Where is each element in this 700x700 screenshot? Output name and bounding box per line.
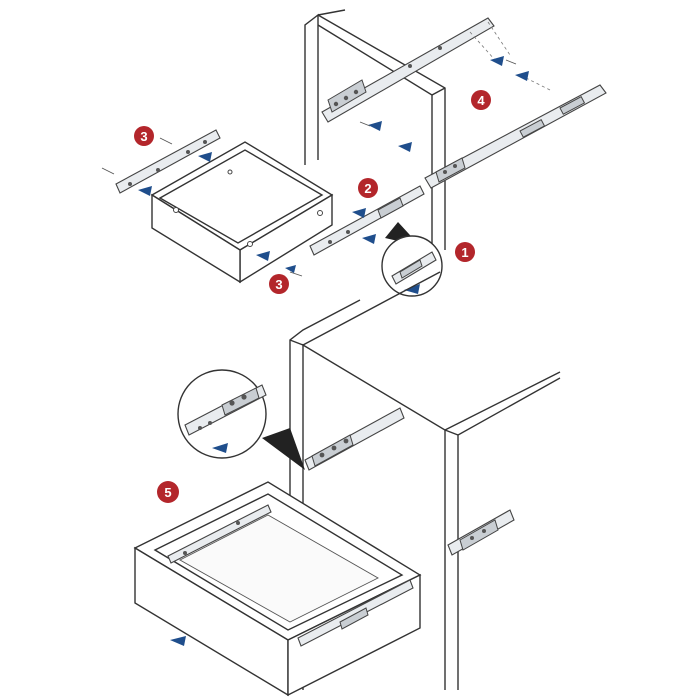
drawer-box-bottom: [133, 481, 422, 697]
bottom-cabinet-rail-right: [447, 509, 515, 556]
step-badge-4-label: 4: [477, 93, 485, 108]
drawer-screws-bottom: [256, 251, 303, 277]
cabinet-rail-lower: [424, 74, 607, 189]
drawer-rail-right: [309, 185, 425, 256]
top-cabinet-frame: [304, 9, 446, 250]
step-badge-1-label: 1: [461, 245, 468, 260]
cabinet-rail-upper: [321, 17, 511, 123]
detail-magnifier-rail-insert: [177, 369, 305, 470]
step-badge-3a: 3: [134, 126, 154, 146]
step-badge-3b: 3: [269, 274, 289, 294]
step-badge-4: 4: [471, 90, 491, 110]
step-badge-1: 1: [455, 242, 475, 262]
rail-screws-top: [359, 56, 529, 152]
drawer-box-top: [150, 141, 334, 284]
drawer-rail-left: [101, 129, 221, 196]
step-badge-5-label: 5: [164, 485, 171, 500]
step-badge-2-label: 2: [364, 181, 371, 196]
step-badge-3b-label: 3: [275, 277, 282, 292]
detail-magnifier-release-lever: [381, 222, 443, 297]
step-badge-2: 2: [358, 178, 378, 198]
bottom-cabinet-rail-left: [304, 407, 405, 471]
step-badge-3a-label: 3: [140, 129, 147, 144]
step-badge-5: 5: [157, 481, 179, 503]
